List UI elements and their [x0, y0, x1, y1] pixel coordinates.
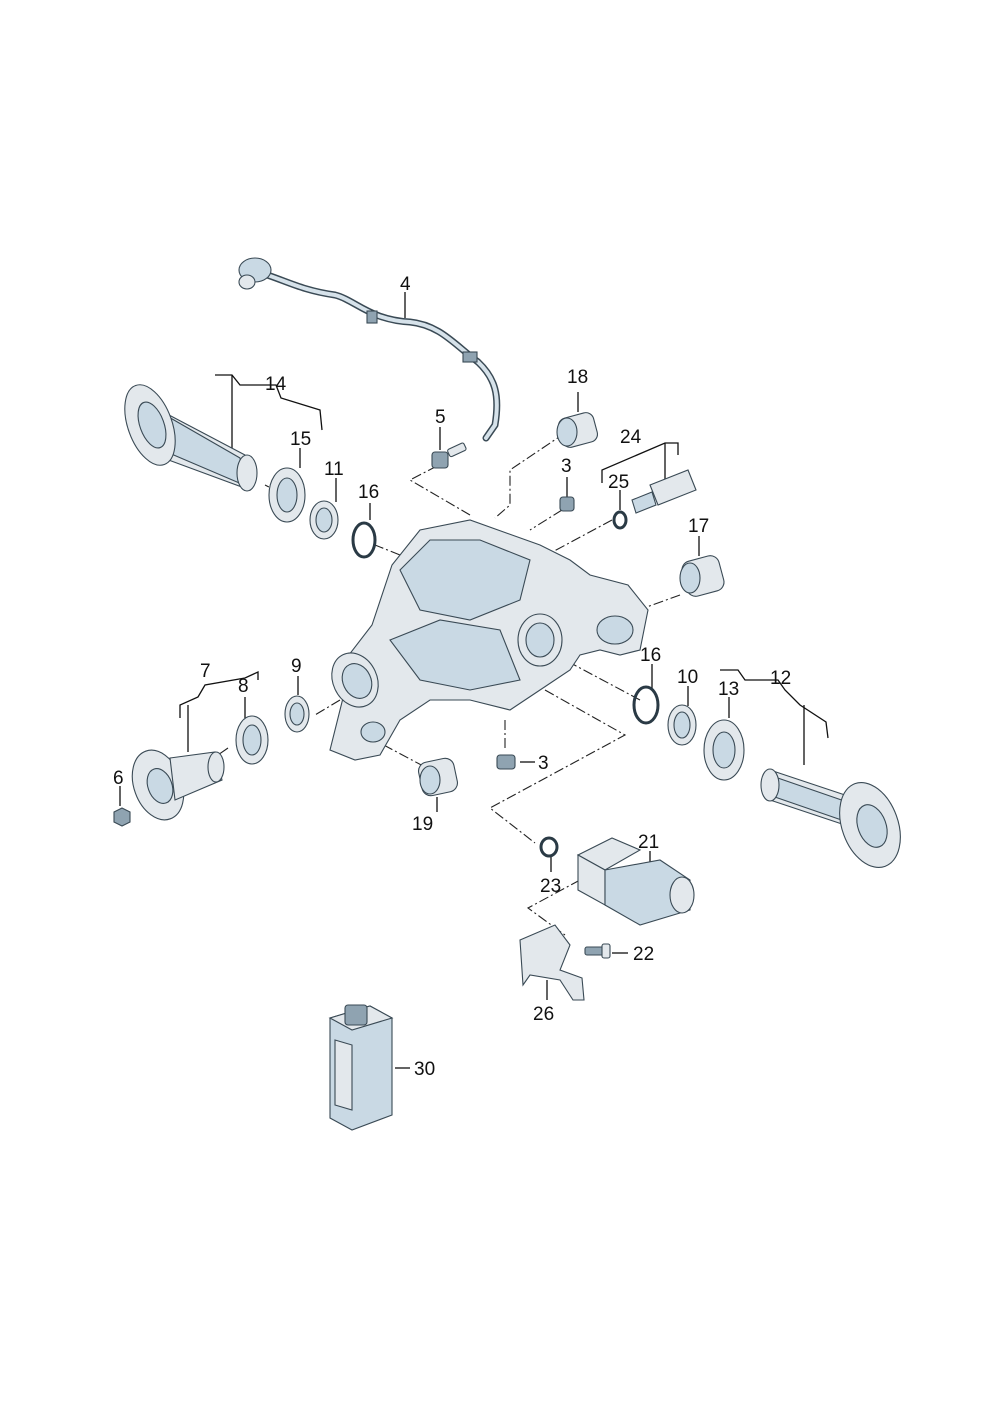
callout-14: 14 — [265, 374, 287, 395]
fluid-bottle-30 — [328, 1004, 394, 1131]
callout-18: 18 — [567, 367, 588, 388]
callout-16-right: 16 — [640, 645, 661, 666]
callout-labels: 14 15 11 16 4 5 18 3 24 25 17 7 8 9 6 3 … — [113, 274, 791, 1080]
circlip-16-left — [351, 521, 377, 559]
callout-30: 30 — [414, 1059, 435, 1080]
callout-12: 12 — [770, 668, 791, 689]
sensor-5 — [431, 442, 467, 469]
callout-3-top: 3 — [561, 456, 572, 477]
callout-3-bottom: 3 — [538, 753, 549, 774]
o-ring-25 — [612, 510, 628, 530]
bearing-ring-9 — [284, 695, 310, 733]
callout-16-left: 16 — [358, 482, 379, 503]
circlip-16-right — [632, 685, 660, 725]
bracket-26 — [519, 924, 585, 1001]
callout-17: 17 — [688, 516, 709, 537]
callout-11: 11 — [324, 459, 344, 480]
assembly-dash-lines — [207, 432, 681, 936]
callout-15: 15 — [290, 429, 311, 450]
callout-8: 8 — [238, 676, 249, 697]
left-flange-shaft — [124, 384, 258, 492]
callout-10: 10 — [677, 667, 698, 688]
right-flange-shaft — [760, 768, 901, 868]
callout-21: 21 — [638, 832, 659, 853]
bush-19 — [417, 757, 459, 797]
callout-9: 9 — [291, 656, 302, 677]
bearing-ring-11 — [309, 500, 339, 540]
callout-4: 4 — [400, 274, 411, 295]
seal-ring-13 — [703, 719, 745, 781]
seal-ring-8 — [235, 715, 269, 765]
o-ring-23 — [539, 836, 559, 858]
bolt-22 — [584, 943, 611, 959]
bush-18 — [556, 412, 599, 448]
bush-17 — [679, 555, 725, 597]
nut-6 — [113, 807, 131, 827]
callout-25: 25 — [608, 472, 629, 493]
plug-3-bottom — [496, 754, 516, 770]
callout-23: 23 — [540, 876, 561, 897]
callout-13: 13 — [718, 679, 739, 700]
callout-6: 6 — [113, 768, 124, 789]
callout-19: 19 — [412, 814, 433, 835]
callout-24: 24 — [620, 427, 642, 448]
bearing-ring-10 — [667, 704, 697, 746]
breather-hose — [238, 257, 501, 442]
callout-22: 22 — [633, 944, 654, 965]
seal-ring-15 — [268, 467, 306, 523]
actuator-pin-24 — [631, 469, 697, 514]
differential-housing — [329, 519, 649, 761]
callout-5: 5 — [435, 407, 446, 428]
callout-7: 7 — [200, 661, 211, 682]
plug-3-top — [559, 496, 575, 512]
actuator-motor-21 — [576, 837, 695, 926]
callout-26: 26 — [533, 1004, 554, 1025]
output-flange-7 — [131, 749, 225, 821]
